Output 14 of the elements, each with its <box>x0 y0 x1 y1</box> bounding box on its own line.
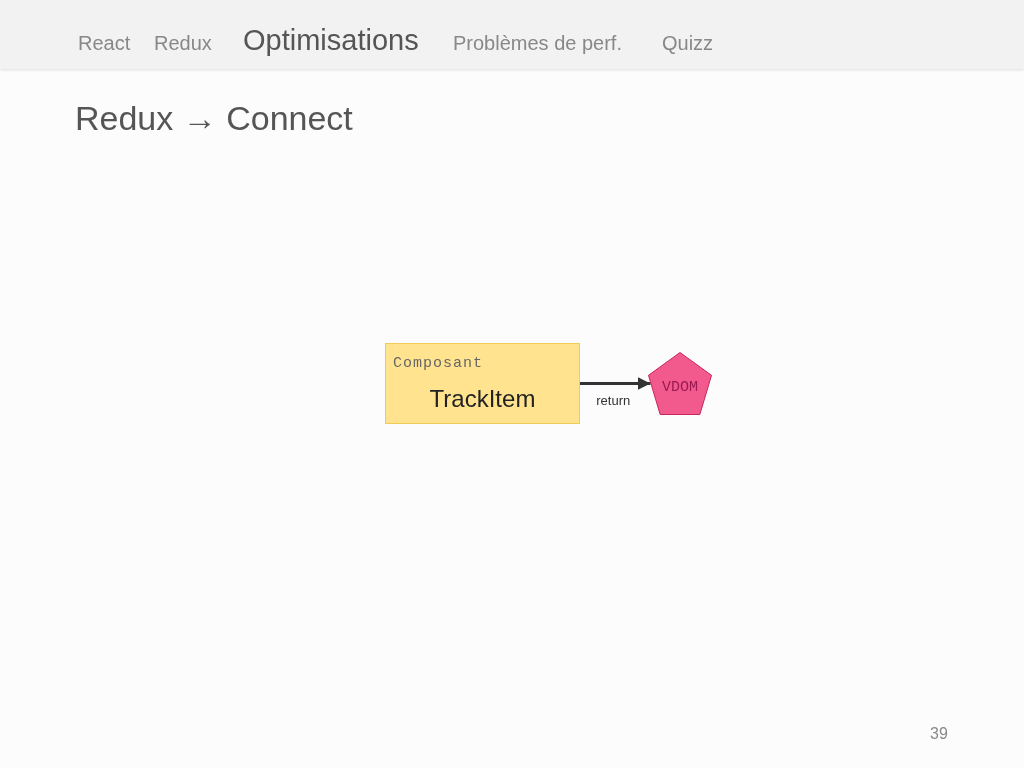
edge-label: return <box>594 393 633 407</box>
stereotype-label: Composant <box>393 356 483 371</box>
slide-title: Redux → Connect <box>75 101 353 135</box>
pentagon-node <box>648 352 712 415</box>
section-link: Redux <box>154 33 212 53</box>
section-link: Problèmes de perf. <box>453 33 622 53</box>
section-link: Quizz <box>662 33 714 53</box>
section-link: React <box>78 33 131 53</box>
current-section-link: Optimisations <box>243 26 419 56</box>
arrow <box>580 377 651 390</box>
node-label: VDOM <box>661 380 699 395</box>
component-box <box>385 343 580 424</box>
component-name: TrackItem <box>428 387 537 411</box>
page-number: 39 <box>930 726 948 743</box>
